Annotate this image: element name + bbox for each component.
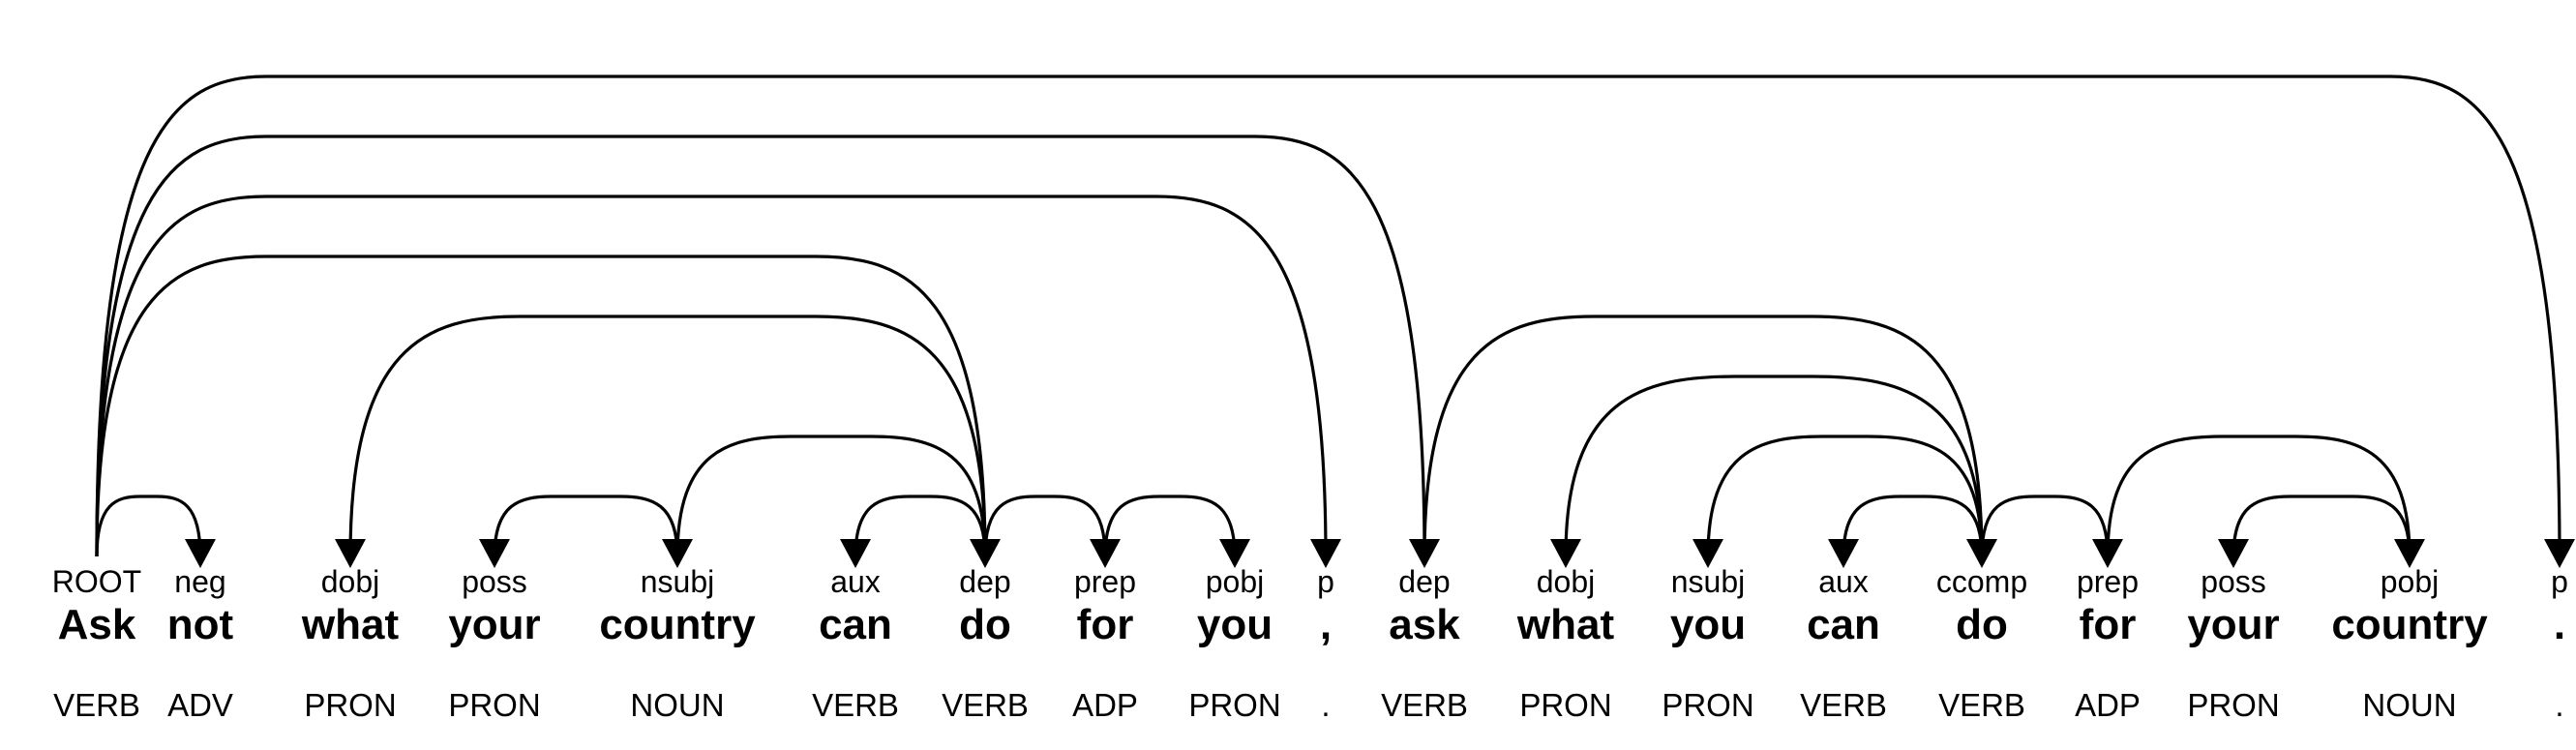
arrowhead-p-9 xyxy=(1310,539,1341,568)
token-tag-7: ADP xyxy=(1072,687,1138,723)
arc-poss-17-16 xyxy=(2232,495,2411,557)
arcs-layer xyxy=(95,75,2575,568)
token-tag-11: PRON xyxy=(1519,687,1611,723)
token-word-6: do xyxy=(959,601,1011,648)
token-tag-18: . xyxy=(2555,687,2563,723)
arrowhead-dobj-2 xyxy=(335,539,366,568)
arc-neg-0-1 xyxy=(95,495,202,557)
token-tag-17: NOUN xyxy=(2362,687,2456,723)
arc-prep-14-15 xyxy=(1980,495,2110,557)
token-tag-6: VERB xyxy=(942,687,1029,723)
token-word-17: country xyxy=(2331,601,2488,648)
token-word-15: for xyxy=(2080,601,2137,648)
arrowhead-aux-5 xyxy=(840,539,871,568)
dep-label-nsubj-12: nsubj xyxy=(1671,564,1746,599)
dep-label-aux-13: aux xyxy=(1818,564,1869,599)
token-tag-4: NOUN xyxy=(630,687,724,723)
token-word-5: can xyxy=(819,601,892,648)
arc-dep-0-10 xyxy=(95,135,1426,557)
token-word-3: your xyxy=(448,601,540,648)
arc-aux-6-5 xyxy=(854,495,987,557)
dep-label-pobj-8: pobj xyxy=(1206,564,1265,599)
dep-label-neg-1: neg xyxy=(174,564,225,599)
token-word-16: your xyxy=(2187,601,2279,648)
token-tag-15: ADP xyxy=(2075,687,2141,723)
arc-pobj-7-8 xyxy=(1103,495,1237,557)
token-word-11: what xyxy=(1516,601,1615,648)
arc-nsubj-14-12 xyxy=(1706,435,1984,557)
token-tag-16: PRON xyxy=(2187,687,2279,723)
arc-p-0-9 xyxy=(95,195,1328,557)
arrowhead-poss-16 xyxy=(2218,539,2249,568)
arc-p-0-18 xyxy=(95,75,2561,557)
token-tag-0: VERB xyxy=(53,687,140,723)
dep-label-prep-15: prep xyxy=(2077,564,2139,599)
arc-nsubj-6-4 xyxy=(675,435,987,557)
arrowhead-pobj-17 xyxy=(2394,539,2425,568)
dep-label-pobj-17: pobj xyxy=(2381,564,2440,599)
dep-label-dobj-11: dobj xyxy=(1537,564,1596,599)
token-tag-3: PRON xyxy=(448,687,540,723)
dep-label-poss-3: poss xyxy=(462,564,527,599)
arc-dobj-14-11 xyxy=(1564,375,1984,557)
token-tag-1: ADV xyxy=(167,687,233,723)
token-word-0: Ask xyxy=(58,601,136,648)
arc-labels-layer: ROOT neg dobj poss nsubj aux dep prep pobj p dep do… xyxy=(52,564,2568,599)
arc-aux-14-13 xyxy=(1842,495,1984,557)
token-word-2: what xyxy=(301,601,400,648)
arrowhead-pobj-8 xyxy=(1219,539,1250,568)
arrowhead-dobj-11 xyxy=(1550,539,1581,568)
token-tag-12: PRON xyxy=(1662,687,1753,723)
arc-poss-4-3 xyxy=(493,495,679,557)
dep-label-dep-6: dep xyxy=(959,564,1010,599)
dep-label-ROOT-0: ROOT xyxy=(52,564,141,599)
token-word-14: do xyxy=(1956,601,2008,648)
token-tag-14: VERB xyxy=(1938,687,2025,723)
token-word-1: not xyxy=(167,601,234,648)
pos-tags-layer: VERB ADV PRON PRON NOUN VERB VERB ADP PRON. VERB P… xyxy=(53,687,2564,723)
token-tag-9: . xyxy=(1321,687,1330,723)
token-word-13: can xyxy=(1807,601,1880,648)
dep-label-poss-16: poss xyxy=(2201,564,2266,599)
arrowhead-neg-1 xyxy=(185,539,216,568)
token-tag-2: PRON xyxy=(304,687,396,723)
arc-ccomp-10-14 xyxy=(1423,315,1984,557)
dep-label-p-18: p xyxy=(2551,564,2568,599)
arc-dobj-6-2 xyxy=(348,315,987,557)
token-tag-13: VERB xyxy=(1800,687,1887,723)
arrowhead-aux-13 xyxy=(1828,539,1859,568)
token-tag-10: VERB xyxy=(1381,687,1468,723)
token-word-10: ask xyxy=(1389,601,1460,648)
token-word-18: . xyxy=(2554,601,2565,648)
arrowhead-p-18 xyxy=(2544,539,2575,568)
arc-pobj-15-17 xyxy=(2106,435,2411,557)
dep-label-prep-7: prep xyxy=(1074,564,1136,599)
dep-label-aux-5: aux xyxy=(830,564,881,599)
token-word-9: , xyxy=(1320,601,1332,648)
dep-label-nsubj-4: nsubj xyxy=(641,564,715,599)
token-word-7: for xyxy=(1077,601,1134,648)
token-tag-8: PRON xyxy=(1188,687,1280,723)
token-tag-5: VERB xyxy=(812,687,899,723)
arrowhead-nsubj-12 xyxy=(1692,539,1723,568)
arc-dep-0-6 xyxy=(95,255,987,557)
dep-label-p-9: p xyxy=(1317,564,1334,599)
arc-prep-6-7 xyxy=(983,495,1107,557)
token-word-4: country xyxy=(599,601,756,648)
token-word-12: you xyxy=(1670,601,1746,648)
dep-label-ccomp-14: ccomp xyxy=(1936,564,2027,599)
dep-label-dep-10: dep xyxy=(1398,564,1450,599)
token-word-8: you xyxy=(1197,601,1273,648)
arrowhead-poss-3 xyxy=(479,539,510,568)
arrowhead-nsubj-4 xyxy=(662,539,693,568)
dep-label-dobj-2: dobj xyxy=(321,564,380,599)
